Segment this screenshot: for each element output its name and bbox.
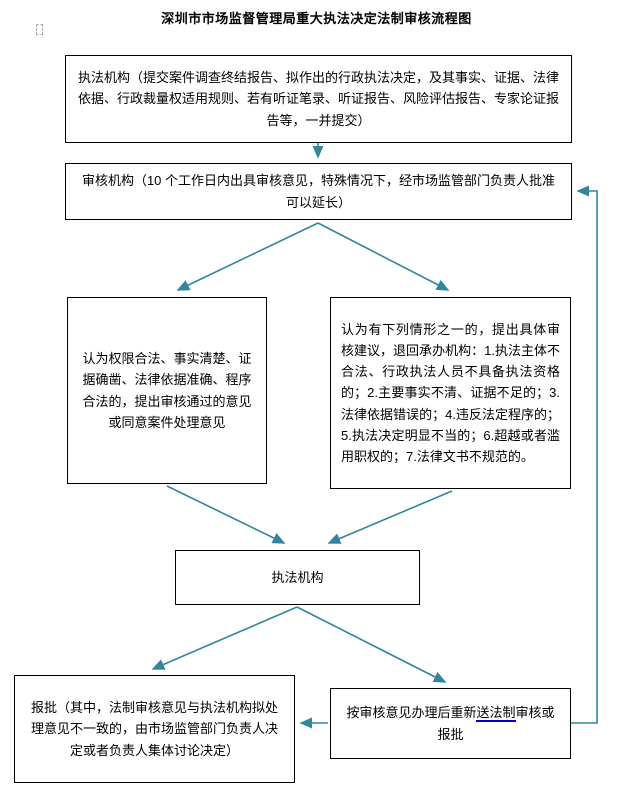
node-review-agency-label: 审核机构（10 个工作日内出具审核意见，特殊情况下，经市场监管部门负责人批准可以… — [81, 173, 556, 210]
page-title: 深圳市市场监督管理局重大执法决定法制审核流程图 — [161, 11, 472, 26]
node-submit-for-approval-label: 报批（其中，法制审核意见与执法机构拟处理意见不一致的，由市场监管部门负责人决定或… — [30, 700, 278, 758]
arrow-review-to-reject — [317, 222, 450, 291]
node-resubmit-review-label: 按审核意见办理后重新送法制审核或报批 — [341, 702, 560, 744]
node-resubmit-review: 按审核意见办理后重新送法制审核或报批 — [330, 688, 571, 759]
arrow-approve-to-enforcement — [166, 485, 286, 544]
node-enforcement-submit: 执法机构（提交案件调查终结报告、拟作出的行政执法决定，及其事实、证据、法律依据、… — [65, 55, 572, 143]
node-enforcement-agency: 执法机构 — [175, 550, 420, 605]
node-reject-opinion: 认为有下列情形之一的，提出具体审核建议，退回承办机构：1.执法主体不合法、行政执… — [330, 297, 571, 489]
resubmit-text-pre: 按审核意见办理后重新 — [346, 705, 477, 721]
node-enforcement-agency-label: 执法机构 — [271, 569, 324, 585]
arrow-reject-to-enforcement — [327, 490, 453, 544]
resubmit-text-underlined: 送法制 — [476, 705, 516, 723]
arrow-resubmit-feedback-to-review — [571, 185, 598, 724]
arrow-enforcement-to-resubmit — [296, 606, 447, 683]
resubmit-text-post: 审核或报批 — [437, 705, 555, 742]
node-reject-opinion-label: 认为有下列情形之一的，提出具体审核建议，退回承办机构：1.执法主体不合法、行政执… — [341, 322, 560, 464]
node-approve-opinion: 认为权限合法、事实清楚、证据确凿、法律依据准确、程序合法的，提出审核通过的意见或… — [67, 297, 267, 484]
arrow-enforcement-to-approval — [151, 606, 298, 670]
node-submit-for-approval: 报批（其中，法制审核意见与执法机构拟处理意见不一致的，由市场监管部门负责人决定或… — [14, 675, 295, 783]
node-approve-opinion-label: 认为权限合法、事实清楚、证据确凿、法律依据准确、程序合法的，提出审核通过的意见或… — [82, 351, 252, 430]
node-enforcement-submit-label: 执法机构（提交案件调查终结报告、拟作出的行政执法决定，及其事实、证据、法律依据、… — [77, 70, 559, 128]
arrow-review-to-approve — [176, 222, 319, 291]
node-review-agency: 审核机构（10 个工作日内出具审核意见，特殊情况下，经市场监管部门负责人批准可以… — [65, 163, 572, 220]
text-cursor-artifact — [36, 24, 43, 35]
